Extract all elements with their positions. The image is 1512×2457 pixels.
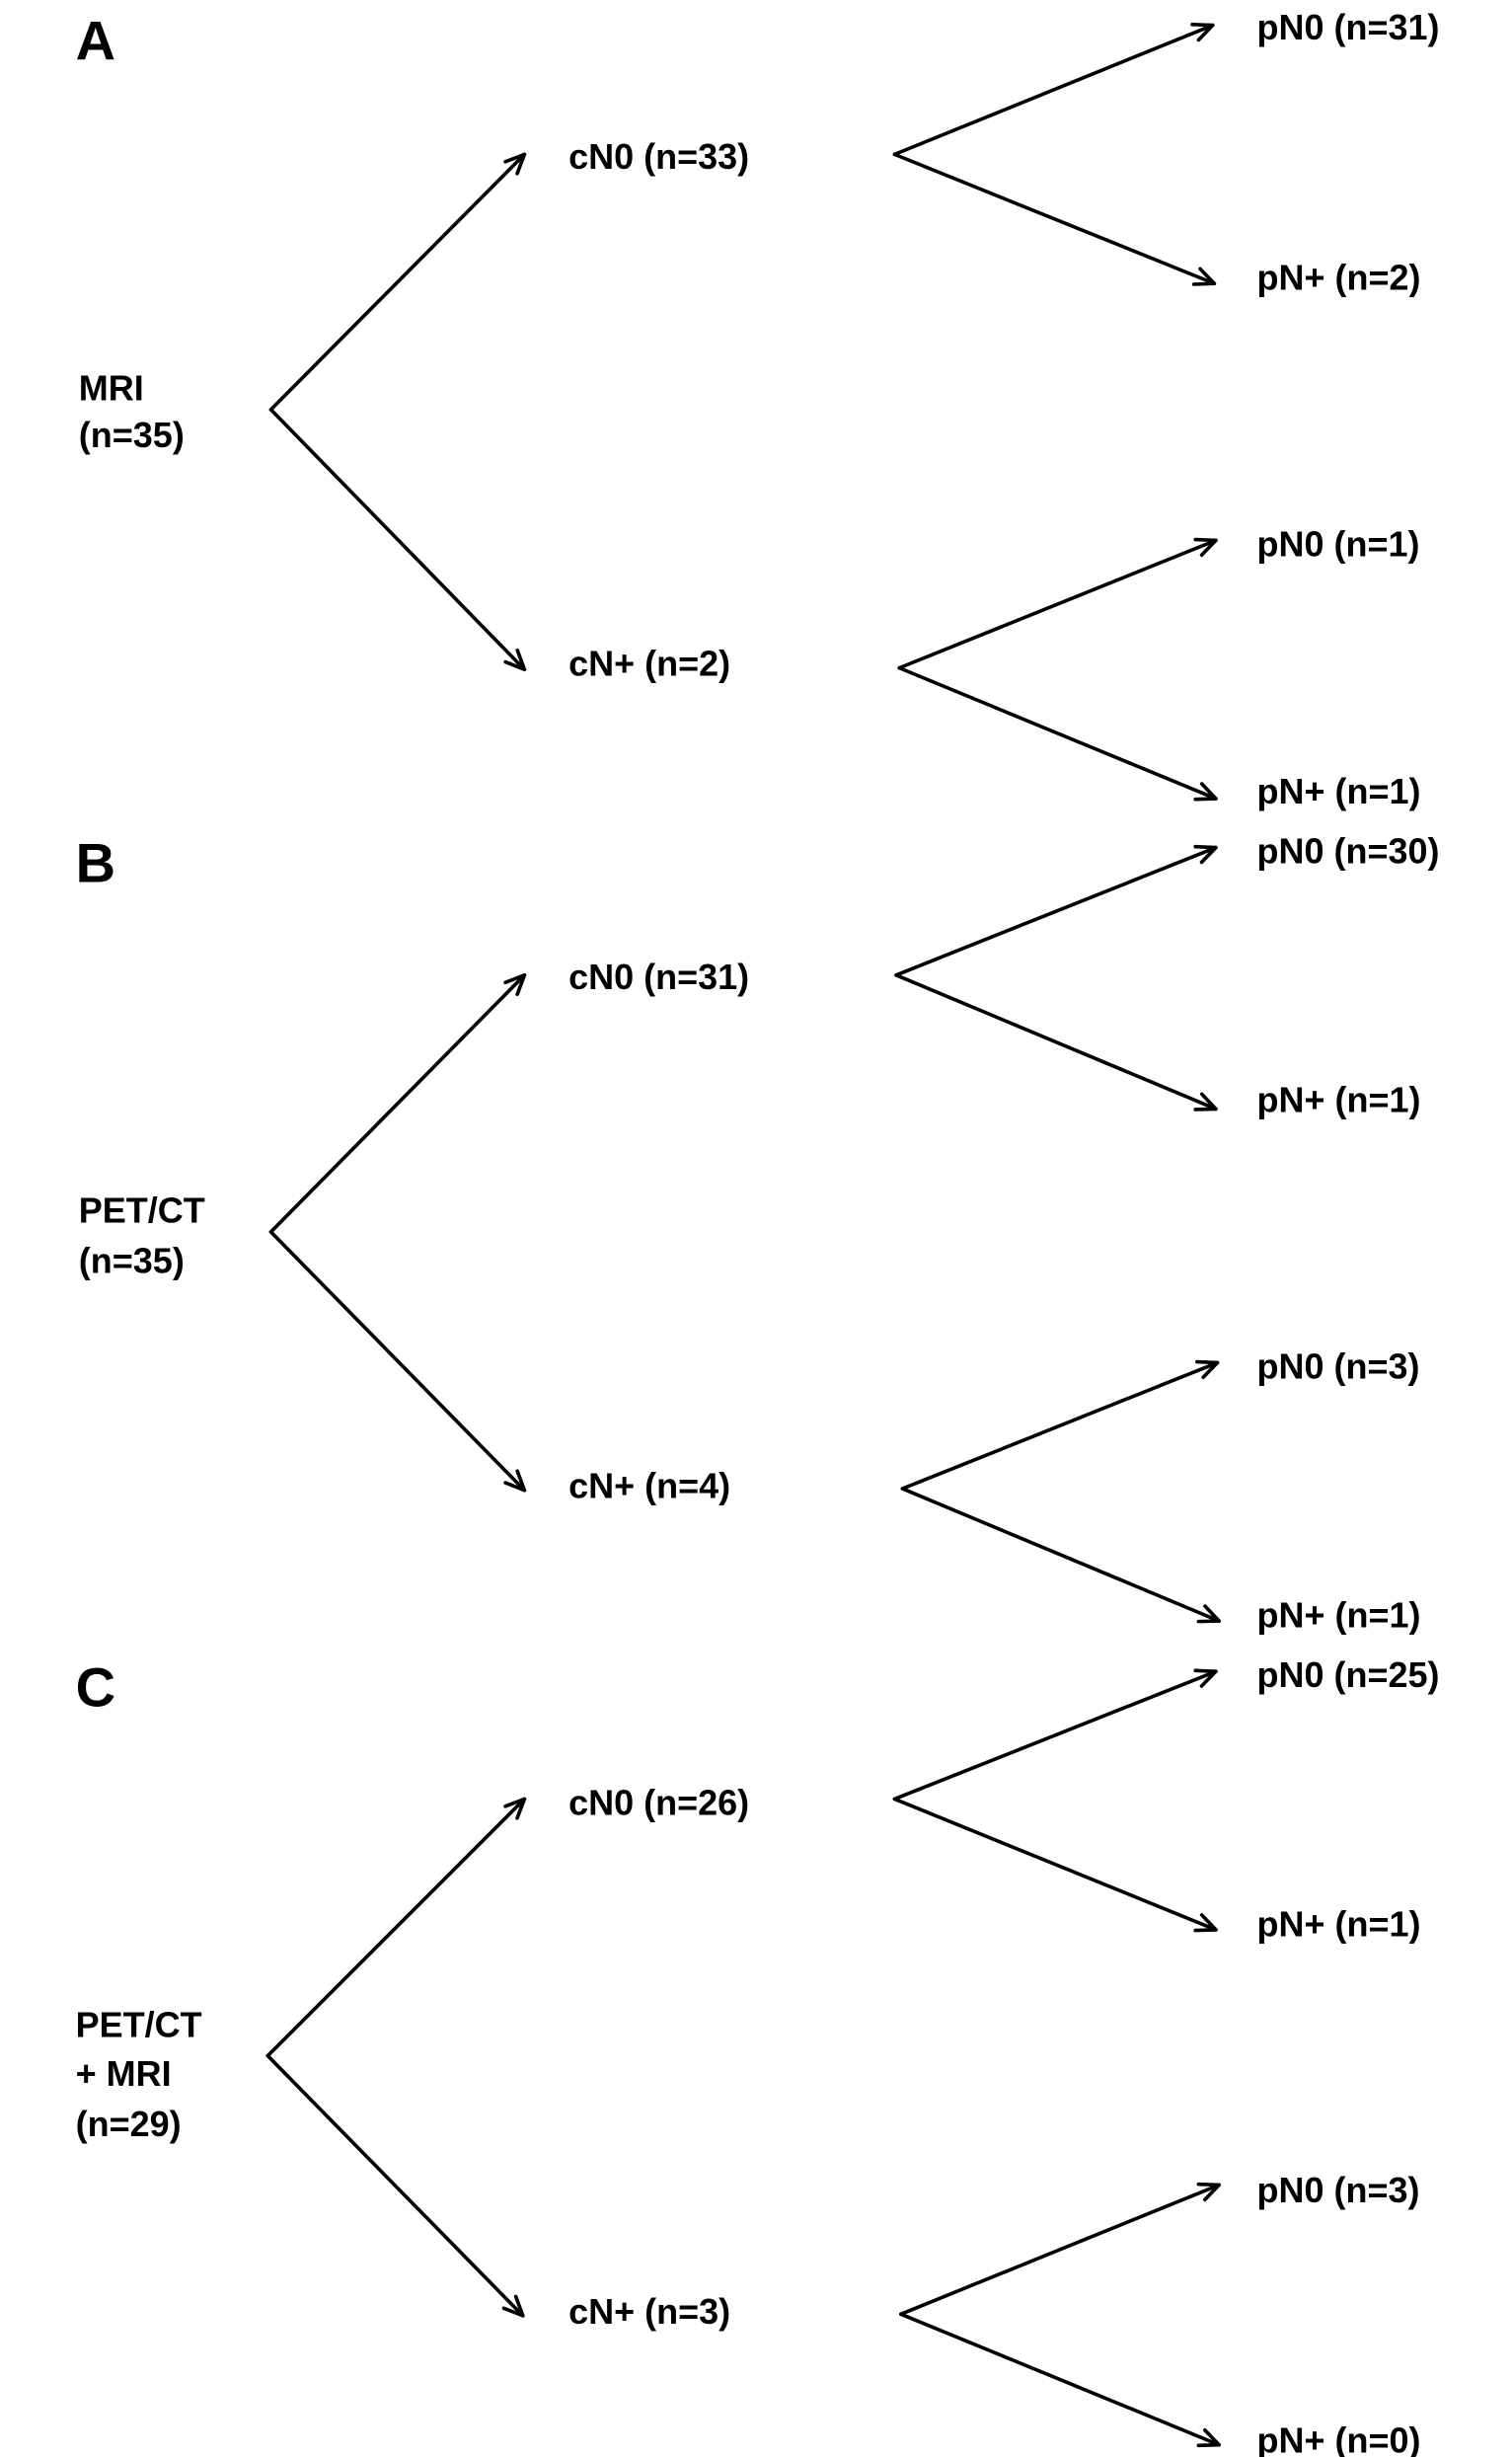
arrowhead-icon — [1196, 1604, 1221, 1624]
pn0-node-label: pN0 (n=3) — [1256, 1345, 1419, 1386]
root-node-label: MRI — [79, 367, 144, 408]
edge-root-to-cnplus — [268, 408, 527, 672]
arrowhead-icon — [1196, 2427, 1221, 2448]
edge-root-to-cn0 — [268, 152, 527, 412]
pnplus-node-label: pN+ (n=1) — [1256, 1594, 1420, 1635]
pnplus-node-label: pN+ (n=1) — [1256, 1080, 1420, 1120]
arrowhead-icon — [1191, 267, 1217, 286]
arrowhead-icon — [1193, 844, 1218, 865]
arrowhead-icon — [501, 2294, 525, 2318]
arrowhead-icon — [1190, 23, 1215, 42]
cnplus-node-label: cN+ (n=4) — [568, 1466, 730, 1506]
arrowhead-icon — [1196, 2182, 1221, 2202]
root-node-label: (n=35) — [79, 415, 185, 455]
edge-cnplus-to-pnplus — [899, 2312, 1221, 2448]
pn0-node-label: pN0 (n=1) — [1256, 523, 1419, 564]
pn0-node-label: pN0 (n=3) — [1256, 2170, 1419, 2210]
edge-root-to-cnplus — [268, 1230, 527, 1493]
edge-cn0-to-pnplus — [894, 973, 1218, 1112]
edge-cn0-to-pn0 — [892, 1668, 1218, 1802]
edge-cn0-to-pn0 — [892, 23, 1215, 157]
edge-cn0-to-pnplus — [892, 1797, 1218, 1933]
arrowhead-icon — [503, 973, 527, 997]
arrowhead-icon — [1195, 1359, 1220, 1380]
cnplus-node-label: cN+ (n=2) — [568, 644, 730, 684]
arrowhead-icon — [1193, 1913, 1218, 1933]
edge-cn0-to-pnplus — [892, 152, 1217, 286]
root-node-label: (n=35) — [79, 1240, 185, 1280]
pnplus-node-label: pN+ (n=1) — [1256, 771, 1420, 811]
edge-cn0-to-pn0 — [894, 844, 1218, 977]
root-node-label: PET/CT — [79, 1190, 205, 1230]
cnplus-node-label: cN+ (n=3) — [568, 2291, 730, 2332]
pnplus-node-label: pN+ (n=2) — [1256, 258, 1420, 298]
pnplus-node-label: pN+ (n=0) — [1256, 2420, 1420, 2457]
arrowhead-icon — [503, 152, 527, 176]
panel-letter: B — [76, 832, 115, 894]
edge-root-to-cnplus — [265, 2053, 525, 2318]
arrowhead-icon — [1193, 1092, 1218, 1112]
arrowhead-icon — [503, 1797, 527, 1820]
edge-cnplus-to-pn0 — [899, 2182, 1221, 2317]
root-node-label: (n=29) — [76, 2104, 182, 2144]
arrowhead-icon — [503, 1469, 527, 1493]
pn0-node-label: pN0 (n=31) — [1256, 7, 1439, 47]
edge-cnplus-to-pn0 — [897, 537, 1218, 670]
edge-root-to-cn0 — [268, 973, 527, 1234]
edge-cnplus-to-pnplus — [900, 1487, 1221, 1624]
arrowhead-icon — [1193, 537, 1218, 558]
edge-root-to-cn0 — [265, 1797, 527, 2058]
cn0-node-label: cN0 (n=33) — [568, 136, 749, 177]
cn0-node-label: cN0 (n=26) — [568, 1782, 749, 1822]
pnplus-node-label: pN+ (n=1) — [1256, 1903, 1420, 1944]
panel-letter: A — [76, 10, 115, 72]
pn0-node-label: pN0 (n=30) — [1256, 831, 1439, 872]
arrowhead-icon — [503, 648, 527, 672]
panel-letter: C — [76, 1655, 115, 1718]
edge-cnplus-to-pnplus — [897, 665, 1218, 802]
root-node-label: PET/CT — [76, 2004, 202, 2044]
edge-cnplus-to-pn0 — [900, 1359, 1220, 1491]
arrowhead-icon — [1193, 782, 1218, 802]
arrowhead-icon — [1193, 1668, 1218, 1688]
root-node-label: + MRI — [76, 2053, 172, 2094]
cn0-node-label: cN0 (n=31) — [568, 957, 749, 997]
pn0-node-label: pN0 (n=25) — [1256, 1654, 1439, 1695]
